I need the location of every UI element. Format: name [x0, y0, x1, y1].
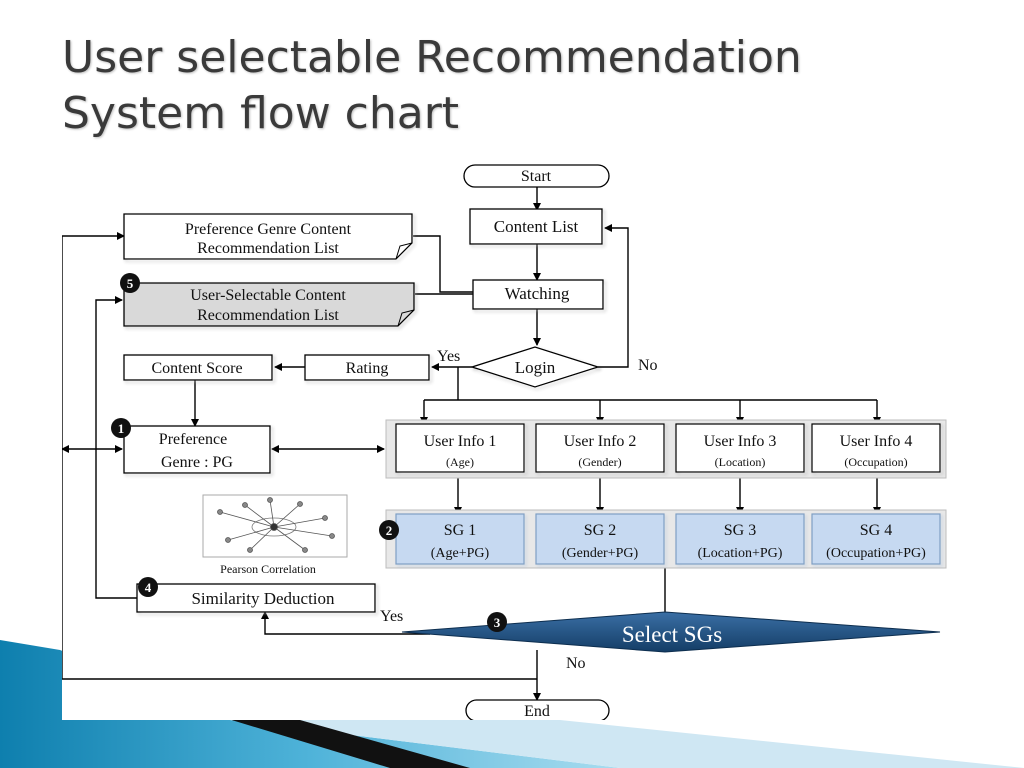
user-info-3-sub: (Location): [715, 455, 766, 469]
select-sgs-label: Select SGs: [622, 622, 722, 647]
sg-2-title: SG 2: [584, 522, 616, 539]
user-info-2-title: User Info 2: [564, 433, 637, 450]
start-label: Start: [521, 168, 552, 185]
login-label: Login: [515, 358, 556, 377]
badge-1-label: 1: [118, 421, 125, 436]
pearson-correlation-figure: Pearson Correlation: [202, 494, 348, 576]
content-list-label: Content List: [494, 217, 579, 236]
user-info-group: User Info 1 (Age) User Info 2 (Gender) U…: [385, 419, 947, 479]
rating-box: Rating: [304, 354, 430, 381]
slide-title-line2: System flow chart: [62, 88, 460, 139]
select-sgs-decision: Select SGs: [401, 611, 941, 653]
badge-4-label: 4: [145, 580, 152, 595]
usc-list-line2: Recommendation List: [197, 307, 339, 324]
pg-line1: Preference: [159, 431, 227, 448]
user-info-3-title: User Info 3: [704, 433, 777, 450]
rating-label: Rating: [346, 360, 389, 377]
sg-1-sub: (Age+PG): [431, 546, 490, 561]
user-info-4-title: User Info 4: [840, 433, 913, 450]
user-info-1-title: User Info 1: [424, 433, 497, 450]
content-score-box: Content Score: [123, 354, 273, 381]
arrow-pgc-watching: [413, 235, 497, 296]
user-info-4: User Info 4 (Occupation): [811, 423, 941, 473]
preference-genre-box: Preference Genre : PG: [123, 425, 271, 474]
wave-light: [230, 720, 1024, 768]
badge-3-label: 3: [494, 615, 501, 630]
connectors: [62, 187, 881, 701]
badge-1: 1: [111, 418, 131, 438]
end-terminal: End: [465, 699, 610, 720]
wave-black: [225, 718, 470, 768]
badge-4: 4: [138, 577, 158, 597]
login-decision: Login: [469, 346, 601, 388]
pg-line2: Genre : PG: [161, 454, 233, 471]
start-terminal: Start: [463, 164, 610, 188]
badge-3: 3: [487, 612, 507, 632]
badge-2: 2: [379, 520, 399, 540]
sg-group: SG 1 (Age+PG) SG 2 (Gender+PG) SG 3 (Loc…: [385, 509, 947, 569]
pgc-list-doc: Preference Genre Content Recommendation …: [123, 213, 413, 260]
similarity-deduction-box: Similarity Deduction: [136, 583, 376, 613]
network-graph-icon: [217, 497, 335, 553]
sg-2-sub: (Gender+PG): [562, 546, 639, 561]
pearson-caption: Pearson Correlation: [220, 562, 316, 576]
flowchart: Start End Content List Watching Preferen…: [62, 164, 947, 720]
content-list-box: Content List: [469, 208, 603, 245]
usc-list-line1: User-Selectable Content: [190, 287, 346, 304]
badge-5-label: 5: [127, 276, 134, 291]
slide-title-line1: User selectable Recommendation: [62, 32, 802, 83]
user-info-1: User Info 1 (Age): [395, 423, 525, 473]
sg-3-sub: (Location+PG): [698, 546, 783, 561]
sg-4: SG 4 (Occupation+PG): [811, 513, 941, 565]
flowchart-panel: Start End Content List Watching Preferen…: [62, 160, 960, 720]
usc-list-doc: User-Selectable Content Recommendation L…: [123, 282, 415, 327]
arrow-select-similarity: [261, 611, 430, 635]
sg-2: SG 2 (Gender+PG): [535, 513, 665, 565]
badge-5: 5: [120, 273, 140, 293]
arrow-login-no: [598, 224, 629, 368]
user-info-3: User Info 3 (Location): [675, 423, 805, 473]
user-info-2-sub: (Gender): [578, 455, 621, 469]
line-left-bus: [62, 236, 537, 680]
login-yes-label: Yes: [437, 348, 460, 365]
user-info-2: User Info 2 (Gender): [535, 423, 665, 473]
similarity-label: Similarity Deduction: [191, 589, 335, 608]
sg-3-title: SG 3: [724, 522, 756, 539]
select-yes-label: Yes: [380, 608, 403, 625]
user-info-4-sub: (Occupation): [844, 455, 907, 469]
user-info-1-sub: (Age): [446, 455, 474, 469]
sg-1: SG 1 (Age+PG): [395, 513, 525, 565]
sg-4-sub: (Occupation+PG): [826, 546, 926, 561]
sg-1-title: SG 1: [444, 522, 476, 539]
slide-title: User selectable Recommendation System fl…: [62, 30, 962, 142]
badge-2-label: 2: [386, 523, 393, 538]
sg-4-title: SG 4: [860, 522, 892, 539]
select-no-label: No: [566, 655, 586, 672]
pgc-list-line1: Preference Genre Content: [185, 221, 352, 238]
watching-label: Watching: [505, 284, 570, 303]
pgc-list-line2: Recommendation List: [197, 240, 339, 257]
content-score-label: Content Score: [151, 360, 242, 377]
end-label: End: [524, 703, 550, 720]
watching-box: Watching: [472, 279, 604, 310]
login-no-label: No: [638, 357, 658, 374]
sg-3: SG 3 (Location+PG): [675, 513, 805, 565]
wave-blue: [0, 640, 620, 768]
